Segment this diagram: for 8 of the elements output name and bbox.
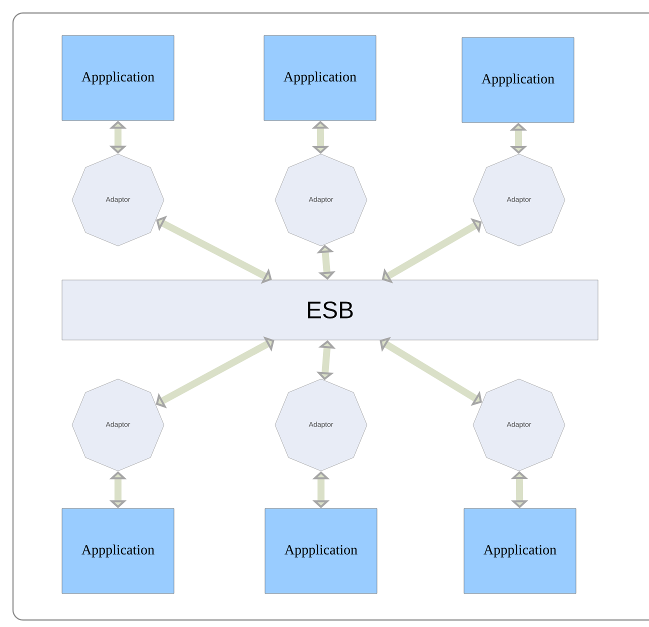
application-box: Appplication: [62, 35, 174, 121]
application-box: Appplication: [264, 35, 376, 121]
bus-bar: ESB: [62, 280, 598, 340]
application-box: Appplication: [264, 508, 378, 594]
application-box: Appplication: [464, 508, 576, 594]
application-box: Appplication: [462, 37, 574, 123]
double-arrow: [156, 336, 274, 408]
application-box: Appplication: [62, 508, 174, 594]
